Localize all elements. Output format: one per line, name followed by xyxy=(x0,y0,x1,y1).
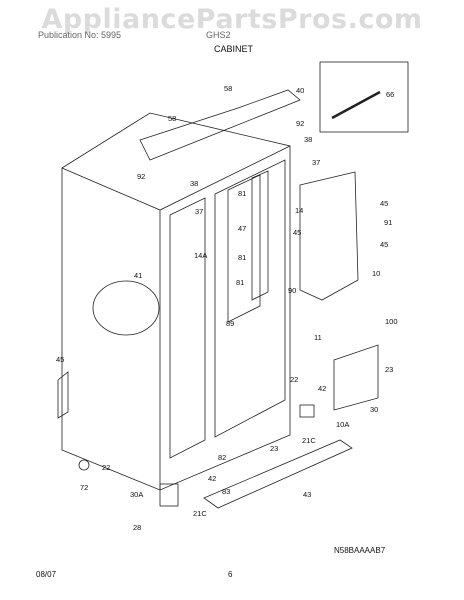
callout-45d: 90 xyxy=(288,286,296,295)
callout-37a: 37 xyxy=(312,158,320,167)
top-cover-panel xyxy=(139,89,301,161)
footer-date: 08/07 xyxy=(36,570,57,579)
callout-91: 91 xyxy=(384,218,392,227)
callout-38a: 38 xyxy=(304,135,312,144)
callout-38b: 38 xyxy=(190,179,198,188)
detail-inset-box xyxy=(319,61,409,133)
vent-channel xyxy=(251,170,269,301)
callout-21Ca: 23 xyxy=(270,444,278,453)
figure-code: N58BAAAAB7 xyxy=(334,546,386,555)
section-title: CABINET xyxy=(214,44,254,54)
callout-92b: 92 xyxy=(137,172,145,181)
callout-42a: 10A xyxy=(336,420,349,429)
callout-82: 22 xyxy=(102,463,110,472)
callout-45b: 45 xyxy=(293,228,301,237)
air-duct xyxy=(227,174,261,323)
footer-page: 6 xyxy=(228,570,233,579)
callout-45c: 45 xyxy=(380,240,388,249)
callout-83: 72 xyxy=(80,483,88,492)
freezer-liner xyxy=(169,197,206,459)
callout-42b: 83 xyxy=(222,487,230,496)
callout-23a: 22 xyxy=(290,375,298,384)
callout-14A: 14A xyxy=(194,251,207,260)
callout-40: 40 xyxy=(296,86,304,95)
callout-58b: 58 xyxy=(168,114,176,123)
callout-58a: 58 xyxy=(224,84,232,93)
callout-100: 89 xyxy=(226,319,234,328)
callout-45a: 45 xyxy=(380,199,388,208)
bottom-hinge xyxy=(159,483,179,507)
right-hinge xyxy=(299,404,315,418)
callout-10: 10 xyxy=(372,269,380,278)
callout-30A: 21C xyxy=(193,509,207,518)
leveling-leg xyxy=(78,459,90,471)
foam-insulation-part xyxy=(92,280,160,336)
callout-22a: 42 xyxy=(318,384,326,393)
evaporator-cover xyxy=(299,171,359,301)
part-callouts: 58 40 66 58 92 38 37 92 38 81 37 47 14 4… xyxy=(56,84,398,532)
callout-23b: 82 xyxy=(218,453,226,462)
callout-47: 47 xyxy=(238,224,246,233)
callout-92a: 92 xyxy=(296,119,304,128)
watermark: AppliancePartsPros.com xyxy=(41,4,423,35)
callout-10A: 30 xyxy=(370,405,378,414)
callout-81c: 81 xyxy=(236,278,244,287)
cabinet-outline xyxy=(61,112,291,491)
fresh-food-liner xyxy=(214,159,286,438)
callout-14: 14 xyxy=(295,206,303,215)
callout-41: 41 xyxy=(134,271,142,280)
callout-81b: 81 xyxy=(238,253,246,262)
callout-30: 21C xyxy=(302,436,316,445)
publication-header: Publication No: 5995 xyxy=(38,30,122,40)
callout-89: 45 xyxy=(56,355,64,364)
cabinet-top-edge xyxy=(61,145,291,211)
callout-21Cb: 28 xyxy=(133,523,141,532)
side-bracket xyxy=(57,371,69,419)
callout-66: 66 xyxy=(386,90,394,99)
toe-grille xyxy=(203,439,353,509)
callout-72: 43 xyxy=(303,490,311,499)
heater-tube xyxy=(331,90,381,120)
callout-45e: 23 xyxy=(385,365,393,374)
rear-access-panel xyxy=(333,344,379,411)
callout-11: 100 xyxy=(385,317,398,326)
callout-81a: 81 xyxy=(238,189,246,198)
callout-22b: 42 xyxy=(208,474,216,483)
model-header: GHS2 xyxy=(206,30,231,40)
callout-43: 30A xyxy=(130,490,143,499)
callout-90: 11 xyxy=(314,333,322,342)
callout-37b: 37 xyxy=(195,207,203,216)
